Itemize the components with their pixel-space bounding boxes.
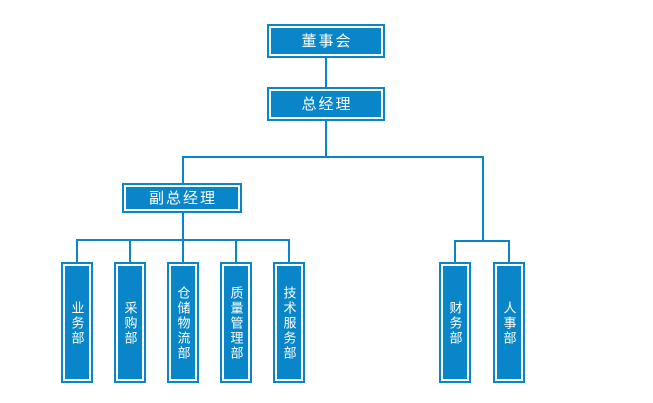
connector-drop-business-dept bbox=[76, 239, 78, 263]
org-node-technical-service-dept: 技术服务部 bbox=[273, 262, 305, 383]
connector-drop-purchasing-dept bbox=[129, 239, 131, 263]
org-node-finance-dept-label: 财务部 bbox=[447, 301, 463, 346]
connector-right-bus bbox=[454, 240, 510, 242]
org-node-quality-management-dept-label: 质量管理部 bbox=[228, 286, 244, 361]
org-node-business-dept: 业务部 bbox=[61, 262, 93, 383]
org-node-purchasing-dept-label: 采购部 bbox=[122, 301, 138, 346]
org-node-finance-dept: 财务部 bbox=[439, 262, 471, 383]
org-node-business-dept-label: 业务部 bbox=[69, 301, 85, 346]
connector-drop-deputy bbox=[182, 156, 184, 184]
org-node-general-manager: 总经理 bbox=[267, 87, 385, 121]
org-node-general-manager-label: 总经理 bbox=[301, 95, 353, 113]
connector-deputy-drop bbox=[182, 213, 184, 241]
connector-gm-drop bbox=[325, 121, 327, 158]
org-node-warehouse-logistics-dept-label: 仓储物流部 bbox=[175, 286, 191, 361]
org-node-purchasing-dept: 采购部 bbox=[114, 262, 146, 383]
org-node-deputy-general-manager-label: 副总经理 bbox=[148, 189, 217, 207]
org-node-technical-service-dept-label: 技术服务部 bbox=[281, 286, 297, 361]
connector-right-branch-drop bbox=[482, 156, 484, 242]
connector-gm-bus bbox=[182, 156, 484, 158]
org-node-hr-dept-label: 人事部 bbox=[501, 301, 517, 346]
org-node-board: 董事会 bbox=[267, 24, 385, 58]
org-node-quality-management-dept: 质量管理部 bbox=[220, 262, 252, 383]
connector-drop-finance-dept bbox=[454, 240, 456, 263]
connector-drop-quality-management-dept bbox=[235, 239, 237, 263]
org-node-board-label: 董事会 bbox=[301, 32, 353, 50]
connector-drop-warehouse-logistics-dept bbox=[182, 239, 184, 263]
connector-drop-technical-service-dept bbox=[288, 239, 290, 263]
org-node-deputy-general-manager: 副总经理 bbox=[122, 183, 242, 213]
org-node-hr-dept: 人事部 bbox=[493, 262, 525, 383]
connector-board-to-gm bbox=[325, 58, 327, 88]
connector-drop-hr-dept bbox=[508, 240, 510, 263]
org-node-warehouse-logistics-dept: 仓储物流部 bbox=[167, 262, 199, 383]
